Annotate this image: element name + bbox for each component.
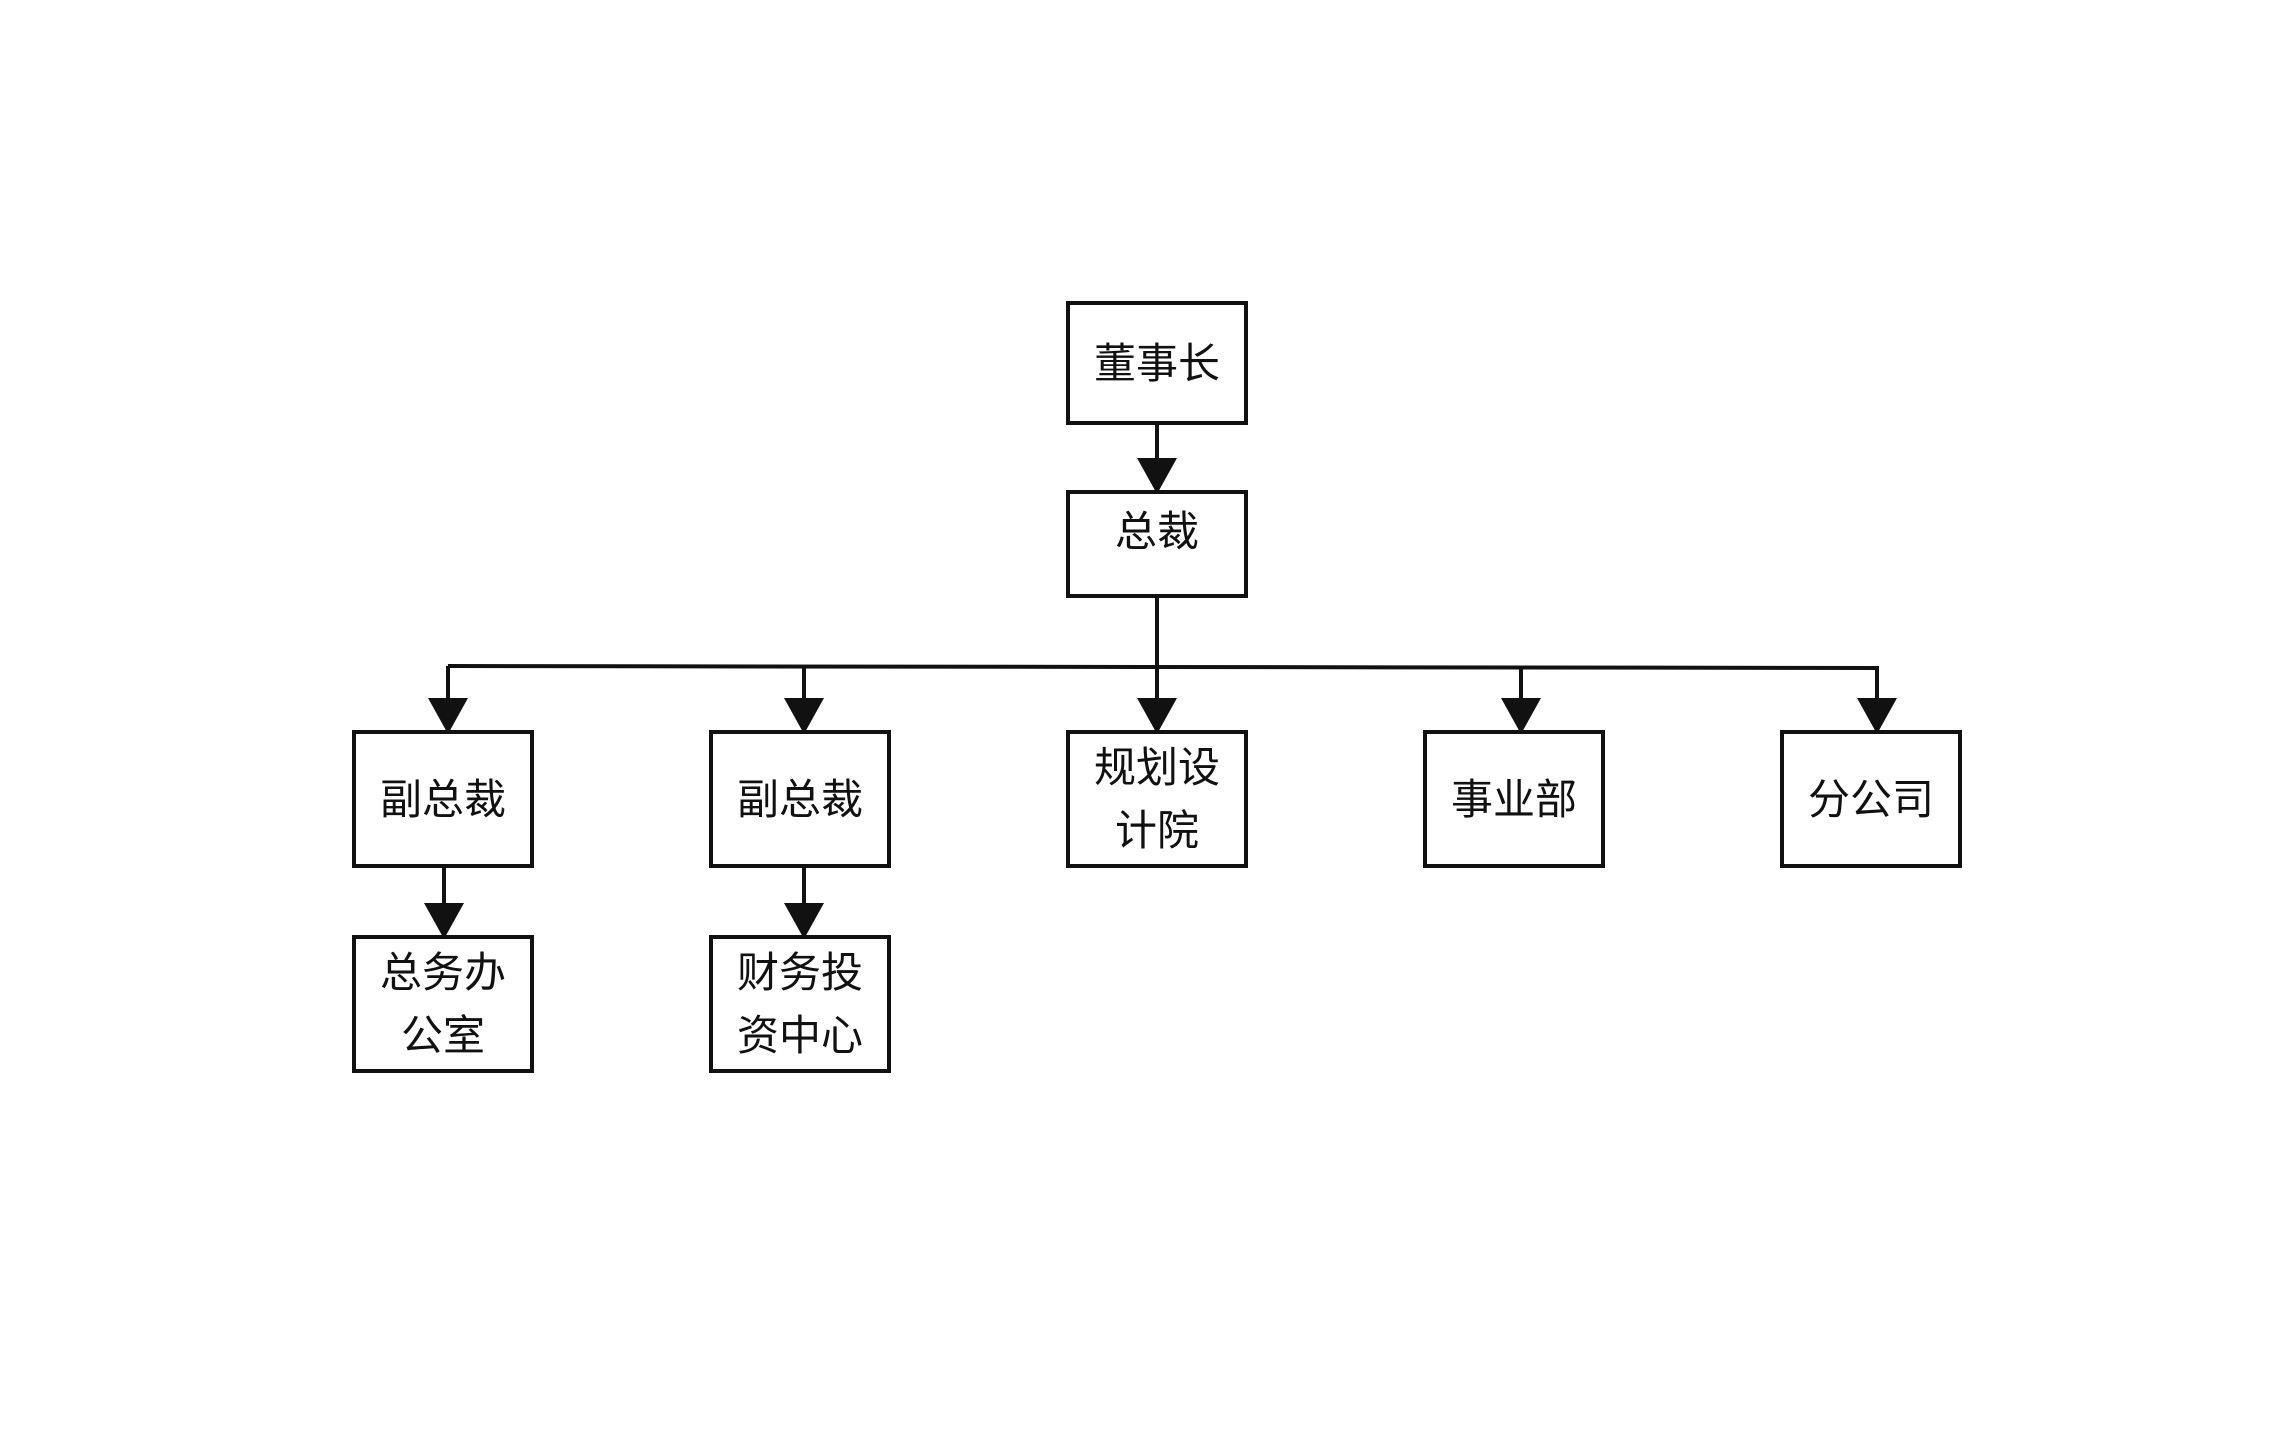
node-planning-institute-line-2: 计院 (1114, 806, 1199, 855)
node-president: 总裁 (1066, 490, 1248, 598)
node-vice-president-2: 副总裁 (709, 730, 891, 868)
node-vice-president-1-label: 副总裁 (379, 774, 506, 824)
node-branch-company: 分公司 (1780, 730, 1962, 868)
edge-horizontal-bus (447, 664, 1880, 670)
node-planning-institute-line-1: 规划设 (1093, 743, 1220, 792)
node-chairman-label: 董事长 (1093, 338, 1220, 388)
node-planning-institute: 规划设 计院 (1066, 730, 1248, 868)
node-vice-president-2-label: 副总裁 (736, 774, 863, 824)
node-chairman: 董事长 (1066, 301, 1248, 425)
node-president-label: 总裁 (1114, 507, 1199, 556)
node-business-division-label: 事业部 (1450, 774, 1577, 824)
node-general-office: 总务办 公室 (352, 935, 534, 1073)
node-finance-investment-center-line-2: 资中心 (736, 1011, 863, 1060)
node-vice-president-1: 副总裁 (352, 730, 534, 868)
node-branch-company-label: 分公司 (1807, 774, 1934, 824)
node-finance-investment-center: 财务投 资中心 (709, 935, 891, 1073)
node-general-office-line-2: 公室 (400, 1011, 485, 1060)
node-finance-investment-center-line-1: 财务投 (736, 948, 863, 997)
node-business-division: 事业部 (1423, 730, 1605, 868)
node-general-office-line-1: 总务办 (379, 948, 506, 997)
